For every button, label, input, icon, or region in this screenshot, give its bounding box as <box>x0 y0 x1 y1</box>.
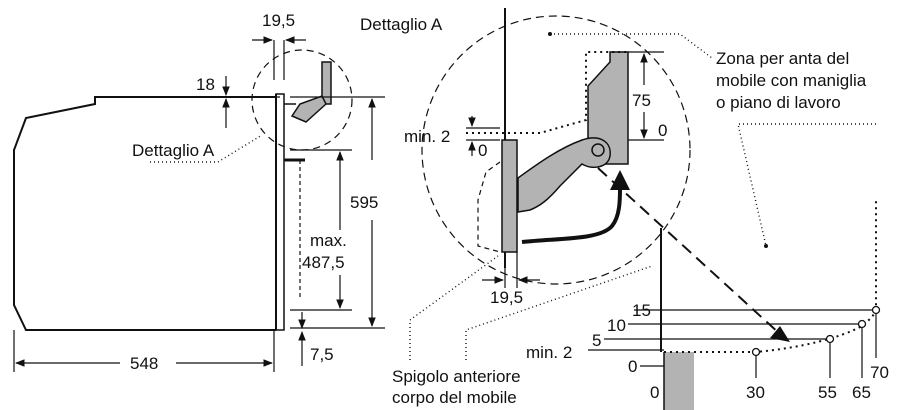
detail-a-circle-large <box>421 15 691 285</box>
zona-label-line2: mobile con maniglia <box>716 71 867 90</box>
movement-arrow <box>521 187 622 244</box>
zone-y-0: 0 <box>628 357 637 376</box>
zone-y-10: 10 <box>607 316 626 335</box>
detail-a-circle-small <box>251 49 353 151</box>
dim-19-5-bottom-label: 19,5 <box>490 288 523 307</box>
zone-y-min2: min. 2 <box>526 343 572 362</box>
zona-leader-1 <box>550 33 713 59</box>
detail-dashed-arrow <box>597 167 781 335</box>
dim-487-5 <box>290 149 352 311</box>
appliance-dashed-outline <box>477 161 501 253</box>
dim-548 <box>13 330 275 372</box>
zona-label-line3: o piano di lavoro <box>716 93 841 112</box>
oven-door-detail <box>501 139 518 253</box>
zone-x-55: 55 <box>818 383 837 402</box>
oven-door <box>275 93 285 331</box>
hinge-arm <box>517 137 611 213</box>
dim-595-label: 595 <box>350 193 378 212</box>
dim-min2-detail-label: min. 2 <box>404 127 450 146</box>
detail-dashed-arrow-head <box>770 326 790 342</box>
detail-a-left-label: Dettaglio A <box>132 141 215 160</box>
detail-a-top-label: Dettaglio A <box>360 15 443 34</box>
dim-75-label: 75 <box>632 91 651 110</box>
dim-595 <box>290 96 385 329</box>
dim-18-label: 18 <box>196 75 215 94</box>
dim-0-detail-label: 0 <box>658 121 667 140</box>
dim-75 <box>628 51 664 141</box>
dim-7-5-label: 7,5 <box>310 345 334 364</box>
clearance-dotted-line <box>466 51 630 134</box>
dim-min2 <box>466 116 500 156</box>
movement-arrow-head <box>610 170 630 190</box>
zona-leader-2 <box>737 123 876 247</box>
dim-487-5-label: 487,5 <box>302 253 345 272</box>
oven-body-outline <box>13 96 276 331</box>
dim-0-small-label: 0 <box>478 141 487 160</box>
oven-side-view <box>13 93 305 331</box>
zone-cabinet-edge <box>664 352 694 410</box>
spigolo-label-line2: corpo del mobile <box>392 388 517 407</box>
zone-y-15: 15 <box>632 301 651 320</box>
zone-x-65: 65 <box>852 383 871 402</box>
zone-x-0: 0 <box>650 383 659 402</box>
spigolo-leader-1 <box>409 255 499 360</box>
zone-clearance-curve <box>664 200 877 353</box>
dim-19-5-top <box>252 36 306 80</box>
zona-label-line1: Zona per anta del <box>716 49 849 68</box>
spigolo-label-line1: Spigolo anteriore <box>392 367 521 386</box>
detail-a-left-leader <box>150 134 263 163</box>
small-detail-hinge <box>290 61 332 123</box>
dim-548-label: 548 <box>130 354 158 373</box>
dim-19-5-top-label: 19,5 <box>262 11 295 30</box>
dim-19-5-bottom <box>482 252 540 288</box>
hinge-pivot <box>591 143 605 157</box>
zone-x-70: 70 <box>870 363 889 382</box>
dim-max-label: max. <box>310 231 347 250</box>
zone-y-5: 5 <box>592 331 601 350</box>
dim-18 <box>210 76 280 128</box>
zone-x-30: 30 <box>746 383 765 402</box>
zone-chart <box>588 200 881 410</box>
